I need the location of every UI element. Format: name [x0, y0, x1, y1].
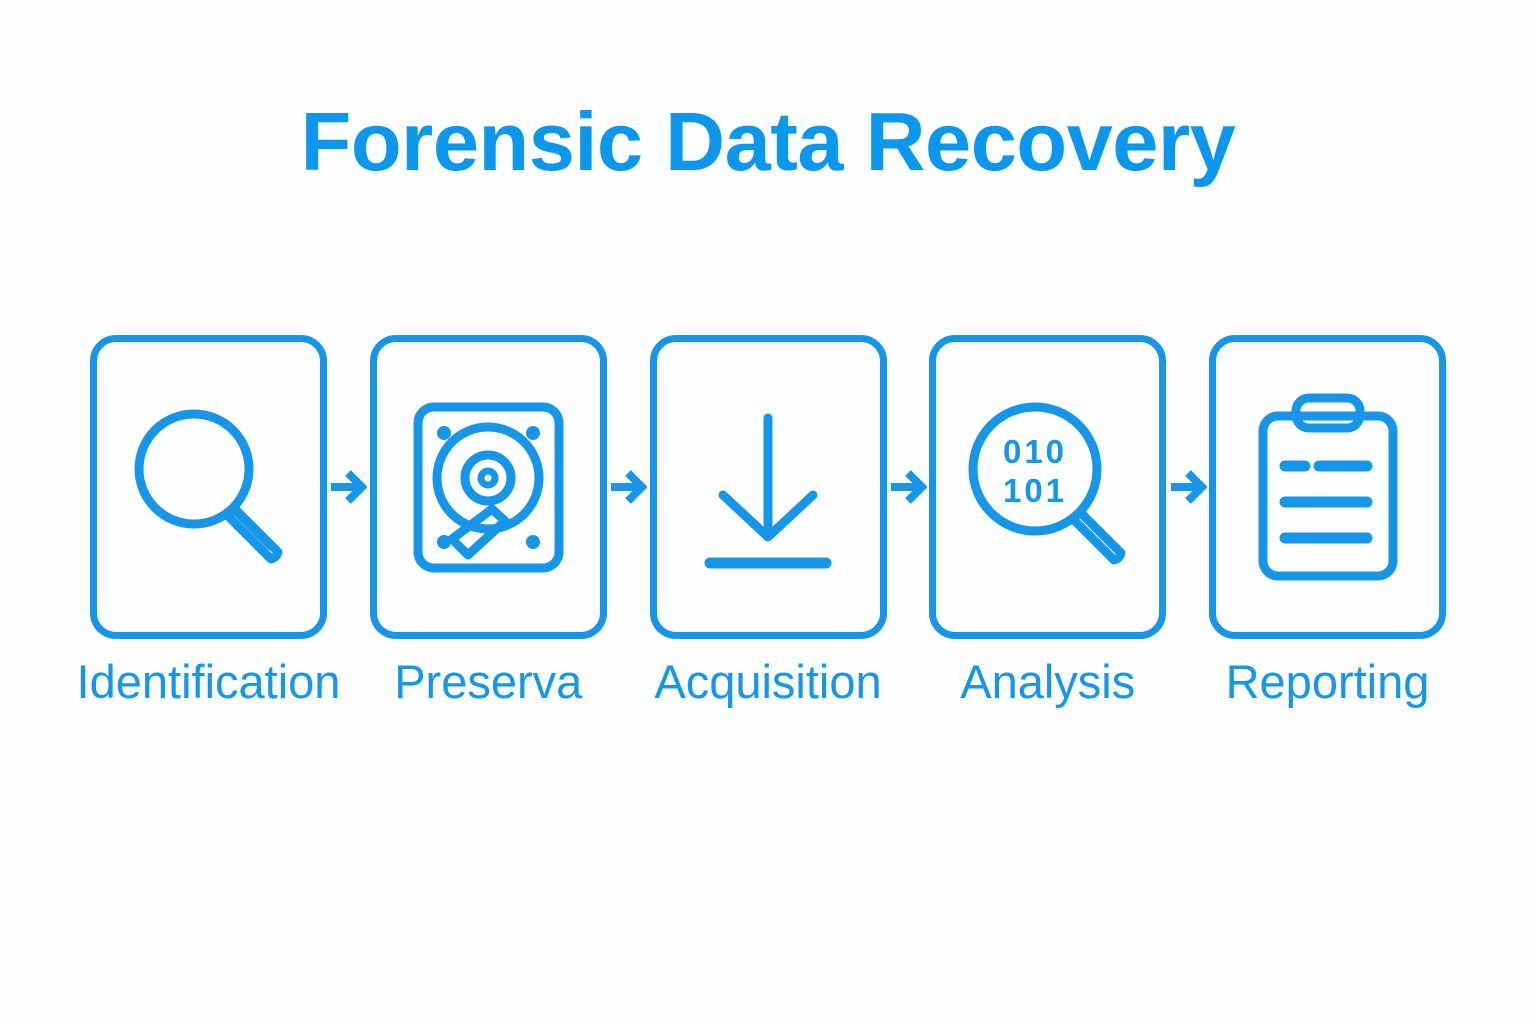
- flow-step-card[interactable]: [1209, 335, 1446, 639]
- magnifier-icon: [124, 397, 294, 577]
- download-arrow-icon: [688, 400, 848, 575]
- flow-step-label: Acquisition: [654, 655, 882, 708]
- flow-step-label: Analysis: [960, 655, 1136, 708]
- arrow-right-icon: [889, 466, 927, 508]
- flow-step-card[interactable]: [369, 335, 607, 639]
- flow-step-label: Preserva: [394, 655, 583, 708]
- flow-step-reporting[interactable]: Reporting: [1209, 335, 1446, 706]
- flow-connector: [1166, 335, 1209, 639]
- binary-magnifier-icon: 010 101: [963, 395, 1133, 580]
- flow-step-identification[interactable]: Identification: [77, 335, 340, 706]
- process-flow: Identification: [77, 335, 1446, 706]
- flow-connector: [607, 335, 650, 639]
- flow-step-analysis[interactable]: 010 101 Analysis: [929, 335, 1167, 706]
- flow-connector: [887, 335, 930, 639]
- flow-step-label: Reporting: [1225, 655, 1430, 708]
- binary-digits-bottom: 101: [1003, 472, 1067, 509]
- arrow-right-icon: [329, 466, 368, 508]
- clipboard-icon: [1253, 390, 1403, 585]
- flow-step-card[interactable]: [90, 335, 327, 639]
- binary-digits-top: 010: [1003, 433, 1067, 470]
- flow-step-card[interactable]: 010 101: [929, 335, 1167, 639]
- flow-step-acquisition[interactable]: Acquisition: [649, 335, 887, 706]
- flow-step-preservation[interactable]: Preserva: [369, 335, 607, 706]
- arrow-right-icon: [609, 466, 648, 508]
- flow-step-label: Identification: [76, 655, 341, 708]
- flow-step-card[interactable]: [649, 335, 887, 639]
- page-title: Forensic Data Recovery: [300, 95, 1236, 188]
- flow-connector: [327, 335, 370, 639]
- hard-drive-icon: [406, 395, 571, 580]
- arrow-right-icon: [1169, 466, 1207, 508]
